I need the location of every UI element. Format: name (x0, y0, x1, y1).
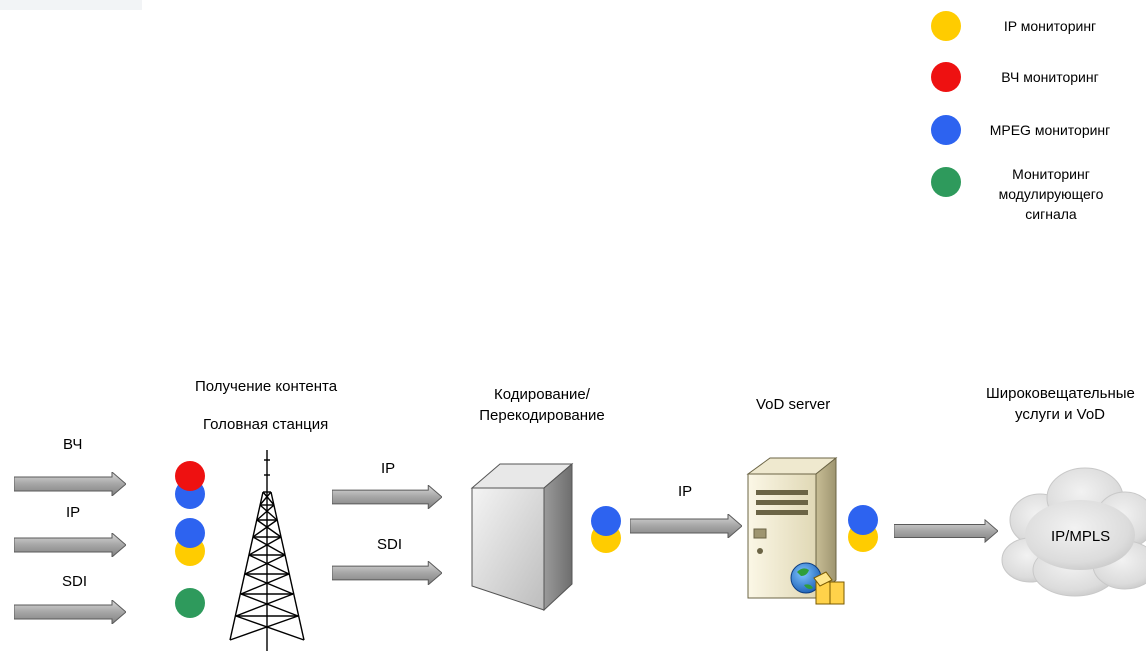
legend-label-rf: ВЧ мониторинг (1001, 69, 1099, 85)
ip-mpls-cloud-icon (1001, 467, 1146, 597)
headend-out-ip-label: IP (381, 460, 396, 477)
vod-title: VoD server (756, 396, 831, 413)
encoder-server-icon (470, 462, 574, 612)
monitor-dot-rf (175, 461, 205, 491)
vod-to-cloud-arrow (894, 519, 998, 543)
broadcast-title: Широковещательные (986, 385, 1135, 402)
legend-dot-rf (931, 62, 961, 92)
monitor-dot-modulating (175, 588, 205, 618)
input-label-rf: ВЧ (63, 436, 83, 453)
book-icon (813, 571, 845, 605)
encoder-title: Кодирование/ Перекодирование (479, 386, 605, 424)
input-arrow-sdi (14, 600, 126, 624)
monitor-dot-mpeg (175, 518, 205, 548)
legend-dot-mpeg (931, 115, 961, 145)
monitor-dot-mpeg (848, 505, 878, 535)
input-label-ip: IP (66, 504, 81, 521)
headend-sdi-arrow (332, 561, 442, 585)
vod-dots (848, 505, 878, 552)
legend-label-ip: IP мониторинг (1003, 18, 1097, 34)
encoder-dots (591, 506, 621, 553)
legend-label-modulating: Мониторинг модулирующего сигнала (998, 166, 1104, 222)
input-label-sdi: SDI (62, 573, 88, 590)
headend-subtitle: Головная станция (203, 416, 329, 433)
legend-dot-modulating (931, 167, 961, 197)
corner-tab (0, 0, 142, 10)
headend-out-sdi-label: SDI (377, 536, 403, 553)
monitor-dot-mpeg (591, 506, 621, 536)
legend-dots (931, 11, 961, 197)
encoder-out-ip-label: IP (678, 483, 693, 500)
broadcast-subtitle: услуги и VoD (1015, 406, 1105, 423)
vod-server-icon (746, 456, 845, 605)
input-arrow-ip (14, 533, 126, 557)
legend-dot-ip (931, 11, 961, 41)
broadcast-tower-icon (229, 450, 305, 651)
headend-title: Получение контента (195, 378, 338, 395)
legend-label-mpeg: MPEG мониторинг (989, 122, 1111, 138)
headend-ip-arrow (332, 485, 442, 509)
encoder-to-vod-arrow (630, 514, 742, 538)
input-arrow-rf (14, 472, 126, 496)
cloud-label: IP/MPLS (1051, 528, 1111, 545)
headend-dots (175, 461, 205, 618)
